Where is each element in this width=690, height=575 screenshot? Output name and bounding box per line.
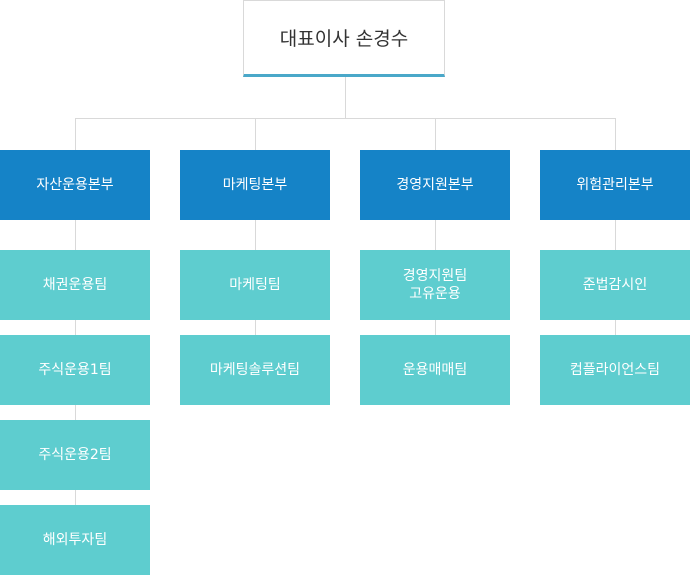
team-compliance: 컴플라이언스팀 [540, 335, 690, 405]
team-equity-1: 주식운용1팀 [0, 335, 150, 405]
team-compliance-officer: 준법감시인 [540, 250, 690, 320]
connector-division-4 [615, 118, 616, 150]
team-label: 컴플라이언스팀 [569, 362, 661, 378]
team-marketing: 마케팅팀 [180, 250, 330, 320]
team-label: 해외투자팀 [42, 532, 108, 548]
team-label: 주식운용1팀 [38, 362, 112, 378]
ceo-label: 대표이사 손경수 [279, 28, 409, 50]
division-asset-management: 자산운용본부 [0, 150, 150, 220]
ceo-box: 대표이사 손경수 [243, 0, 445, 77]
team-trading: 운용매매팀 [360, 335, 510, 405]
connector-division-2 [255, 118, 256, 150]
team-label: 준법감시인 [582, 277, 648, 293]
division-label: 마케팅본부 [222, 177, 288, 193]
connector-division-3 [435, 118, 436, 150]
connector-horizontal-bar [75, 118, 615, 119]
division-label: 경영지원본부 [396, 177, 474, 193]
connector-division-1 [75, 118, 76, 150]
connector-ceo-down [345, 77, 346, 118]
team-label: 마케팅솔루션팀 [209, 362, 301, 378]
team-bond-management: 채권운용팀 [0, 250, 150, 320]
division-label: 자산운용본부 [36, 177, 114, 193]
team-label: 마케팅팀 [229, 277, 281, 293]
team-management-support: 경영지원팀 고유운용 [360, 250, 510, 320]
team-label: 경영지원팀 고유운용 [402, 268, 468, 302]
team-equity-2: 주식운용2팀 [0, 420, 150, 490]
division-marketing: 마케팅본부 [180, 150, 330, 220]
team-marketing-solution: 마케팅솔루션팀 [180, 335, 330, 405]
team-label: 주식운용2팀 [38, 447, 112, 463]
team-overseas-investment: 해외투자팀 [0, 505, 150, 575]
division-label: 위험관리본부 [576, 177, 654, 193]
team-label: 운용매매팀 [402, 362, 468, 378]
team-label: 채권운용팀 [42, 277, 108, 293]
division-management-support: 경영지원본부 [360, 150, 510, 220]
division-risk-management: 위험관리본부 [540, 150, 690, 220]
